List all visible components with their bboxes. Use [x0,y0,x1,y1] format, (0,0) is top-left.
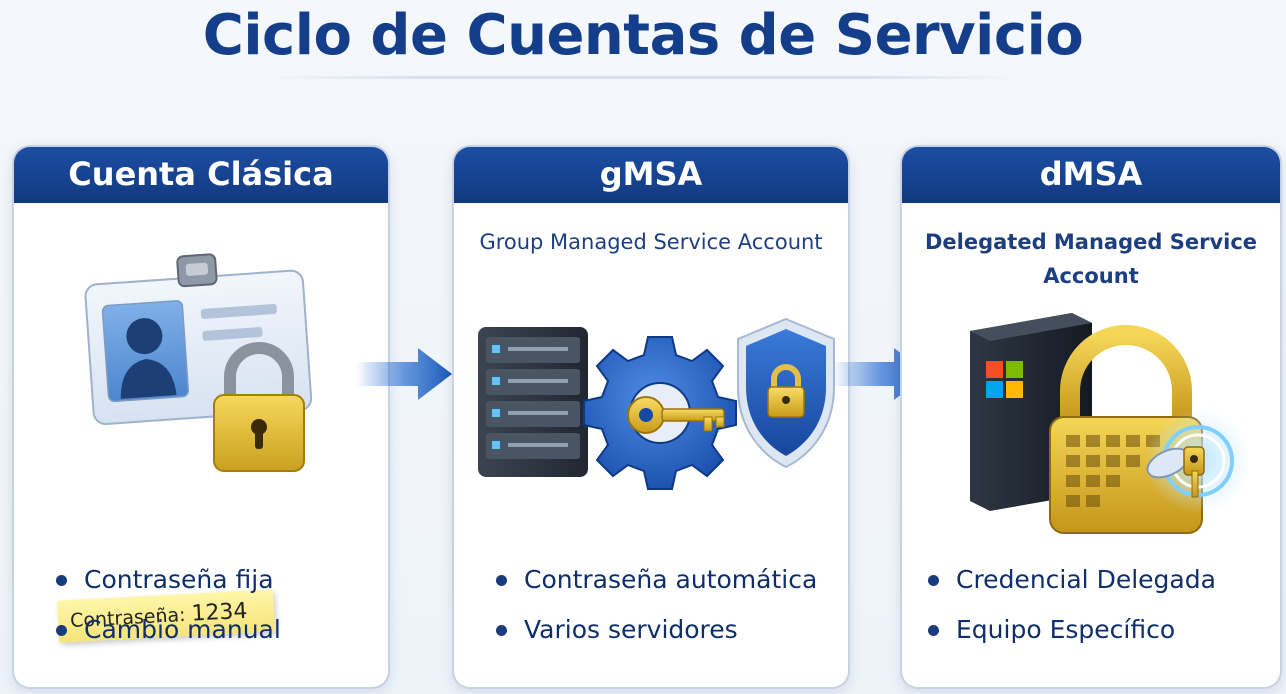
server-rack-icon [478,327,588,477]
panel-dmsa: dMSA Delegated Managed Service Account [900,145,1282,689]
page-title: Ciclo de Cuentas de Servicio [202,3,1084,68]
list-item: Varios servidores [494,605,838,655]
digital-padlock-icon [1049,325,1250,534]
server-padlock-illustration [970,313,1250,534]
bullet-list-gmsa: Contraseña automática Varios servidores [494,555,838,655]
bullet-list-dmsa: Credencial Delegada Equipo Específico [926,555,1270,655]
key-icon [627,396,725,434]
list-item: Equipo Específico [926,605,1270,655]
panel-gmsa: gMSA Group Managed Service Account [452,145,850,689]
id-card-icon [84,253,313,425]
panel-header-classic: Cuenta Clásica [14,147,388,203]
panel-subtitle-dmsa-line1: Delegated Managed Service [924,230,1258,254]
bullet-list-classic: Contraseña fija Cambio manual [54,555,378,655]
panel-subtitle-dmsa-line2: Account [1043,264,1139,288]
list-item: Contraseña automática [494,555,838,605]
key-icon [1146,446,1205,498]
title-underline [270,76,1016,79]
panel-classic-account: Cuenta Clásica [12,145,390,689]
arrow-right-icon [356,348,452,400]
panel-header-dmsa: dMSA [902,147,1280,203]
panel-header-gmsa: gMSA [454,147,848,203]
padlock-icon [213,342,305,472]
server-gear-shield-illustration [478,317,835,490]
list-item: Contraseña fija [54,555,378,605]
panel-subtitle-gmsa: Group Managed Service Account [479,230,823,254]
list-item: Cambio manual [54,605,378,655]
shield-lock-icon [737,317,835,469]
list-item: Credencial Delegada [926,555,1270,605]
